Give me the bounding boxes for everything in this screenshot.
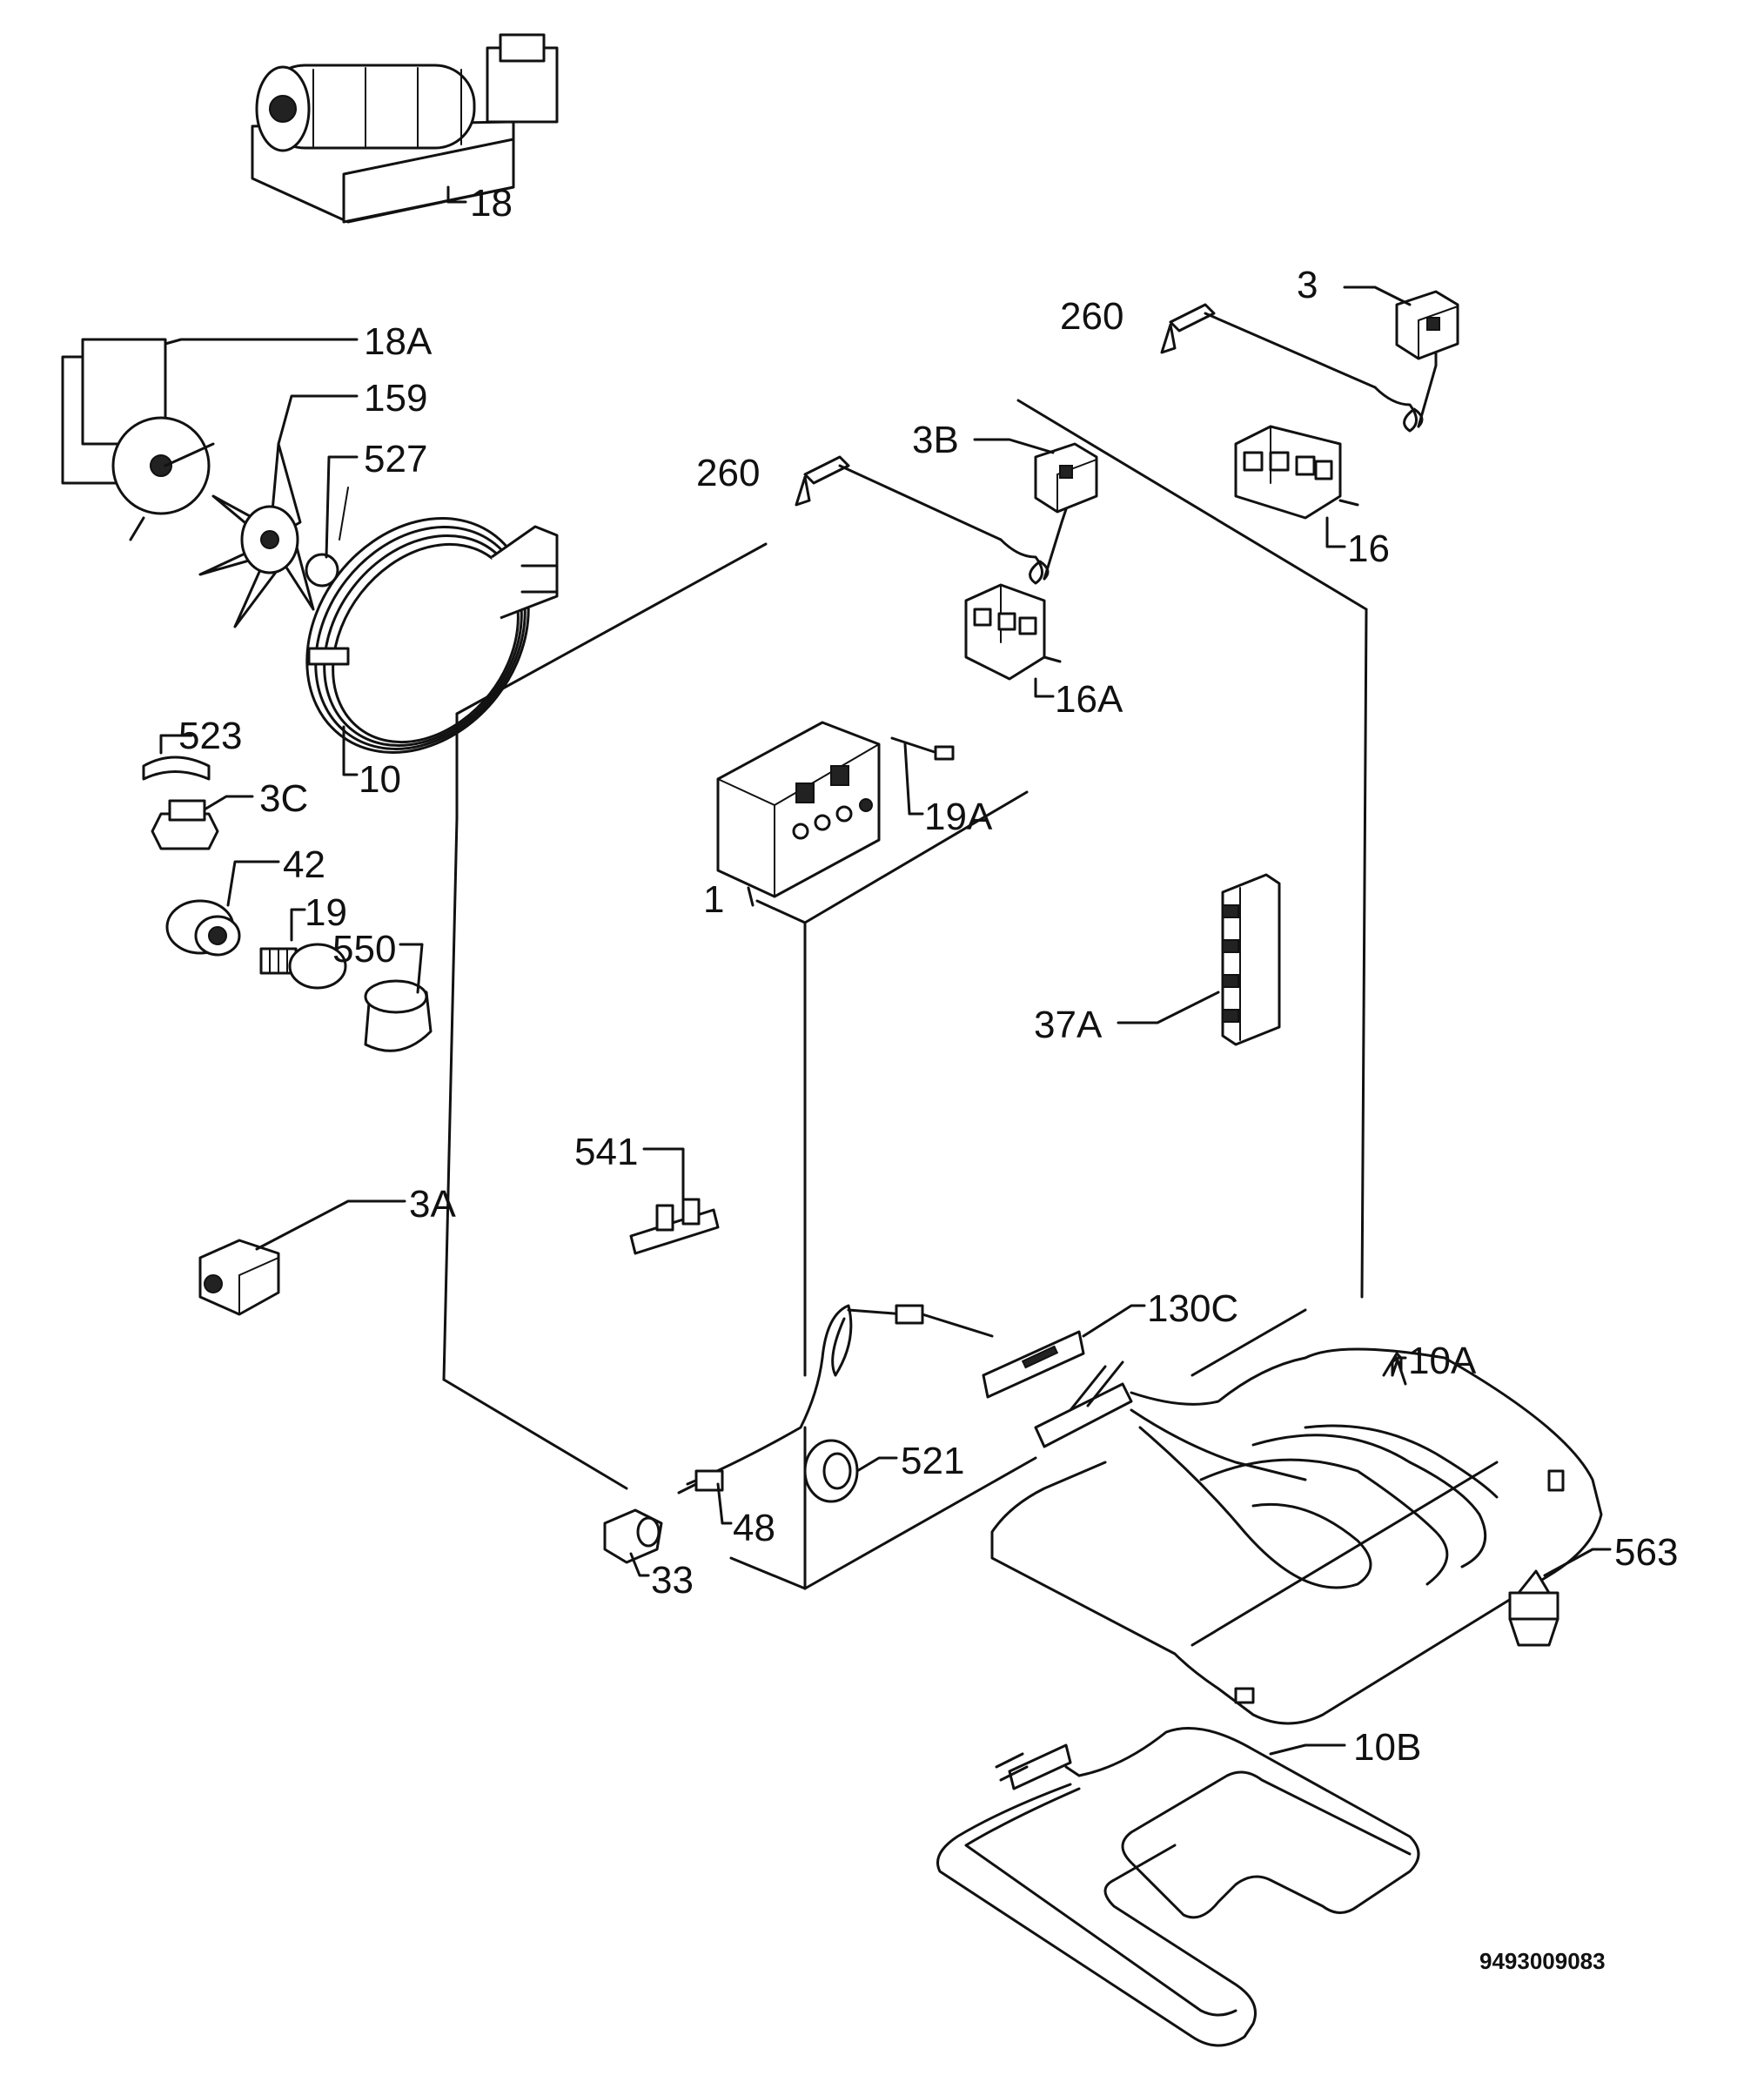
grill-element-10A (990, 1347, 1603, 1725)
fan-blade-159 (198, 394, 359, 628)
label-19a: 19A (924, 796, 993, 838)
label-260-top: 260 (1060, 295, 1123, 338)
thermostat-3 (1160, 285, 1459, 433)
label-18: 18 (470, 182, 513, 225)
label-18a: 18A (364, 320, 433, 363)
label-10: 10 (359, 758, 401, 801)
lamp-bracket-3C (151, 795, 254, 850)
label-3b: 3B (912, 419, 959, 461)
lamp-bulb-19 (259, 908, 347, 990)
label-33: 33 (651, 1559, 694, 1602)
terminal-block-37A (1117, 873, 1281, 1046)
label-130c: 130C (1147, 1287, 1238, 1330)
leader-10a-b (1391, 1356, 1403, 1377)
label-1: 1 (703, 878, 724, 921)
timer-programmer-1 (716, 721, 881, 907)
label-3: 3 (1297, 264, 1318, 306)
label-37a: 37A (1034, 1004, 1103, 1046)
clip-523 (142, 734, 211, 781)
thermostat-33 (603, 1508, 663, 1577)
leader-10a (1382, 1352, 1403, 1377)
label-523: 523 (178, 715, 242, 757)
label-3c: 3C (259, 777, 308, 820)
label-42: 42 (283, 843, 325, 886)
tangential-fan-18 (251, 33, 559, 224)
lamp-socket-42 (165, 860, 280, 957)
label-3a: 3A (409, 1183, 456, 1226)
lamp-cover-550 (364, 943, 433, 1052)
label-260-middle: 260 (696, 452, 760, 494)
switch-3A (198, 1199, 406, 1316)
label-48: 48 (733, 1507, 775, 1549)
selector-switch-16A (964, 583, 1062, 698)
label-541: 541 (574, 1131, 638, 1173)
selector-switch-16 (1234, 425, 1359, 548)
label-550: 550 (332, 928, 396, 971)
seal-plate-130C (982, 1304, 1146, 1399)
knob-563 (1508, 1548, 1612, 1647)
label-563: 563 (1614, 1531, 1678, 1574)
label-10b: 10B (1353, 1726, 1421, 1769)
label-10a: 10A (1408, 1340, 1477, 1382)
document-code: 9493009083 (1479, 1948, 1606, 1974)
sensor-48 (677, 1304, 994, 1525)
thermostat-3B (795, 438, 1098, 585)
bottom-element-10B (936, 1727, 1420, 2047)
label-159: 159 (364, 377, 427, 420)
nut-527 (305, 455, 359, 588)
label-16a: 16A (1055, 678, 1123, 721)
label-527: 527 (364, 438, 427, 480)
label-521: 521 (901, 1440, 964, 1482)
probe-19A (890, 736, 955, 816)
fan-motor-18A (61, 338, 359, 541)
clip-521 (803, 1439, 898, 1503)
bracket-541 (629, 1147, 720, 1255)
circular-heating-element-10 (305, 517, 559, 776)
oven-cabinet (442, 399, 1368, 1590)
label-16: 16 (1347, 527, 1390, 570)
label-19: 19 (305, 891, 347, 934)
